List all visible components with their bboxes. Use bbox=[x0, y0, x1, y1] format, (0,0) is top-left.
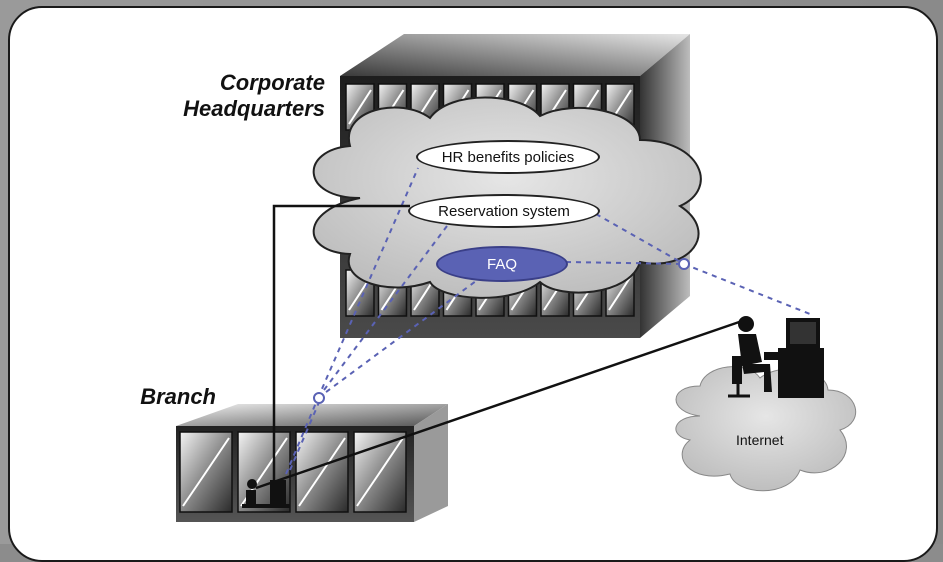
faq-bubble: FAQ bbox=[436, 246, 568, 282]
hq-junction-node bbox=[678, 258, 690, 270]
dashed-links bbox=[285, 167, 811, 475]
branch-label: Branch bbox=[140, 384, 216, 409]
person-at-computer-icon bbox=[728, 316, 824, 398]
branch-junction-node bbox=[313, 392, 325, 404]
corporate-label-line2: Headquarters bbox=[183, 96, 325, 121]
person-at-desk-icon bbox=[242, 479, 290, 508]
solid-links bbox=[255, 204, 746, 490]
hr-benefits-bubble: HR benefits policies bbox=[416, 140, 600, 174]
internet-label: Internet bbox=[736, 432, 784, 448]
corporate-headquarters-label: Corporate Headquarters bbox=[150, 70, 325, 122]
corporate-label-line1: Corporate bbox=[219, 70, 325, 95]
reservation-system-bubble: Reservation system bbox=[408, 194, 600, 228]
branch-building-icon bbox=[176, 404, 448, 522]
